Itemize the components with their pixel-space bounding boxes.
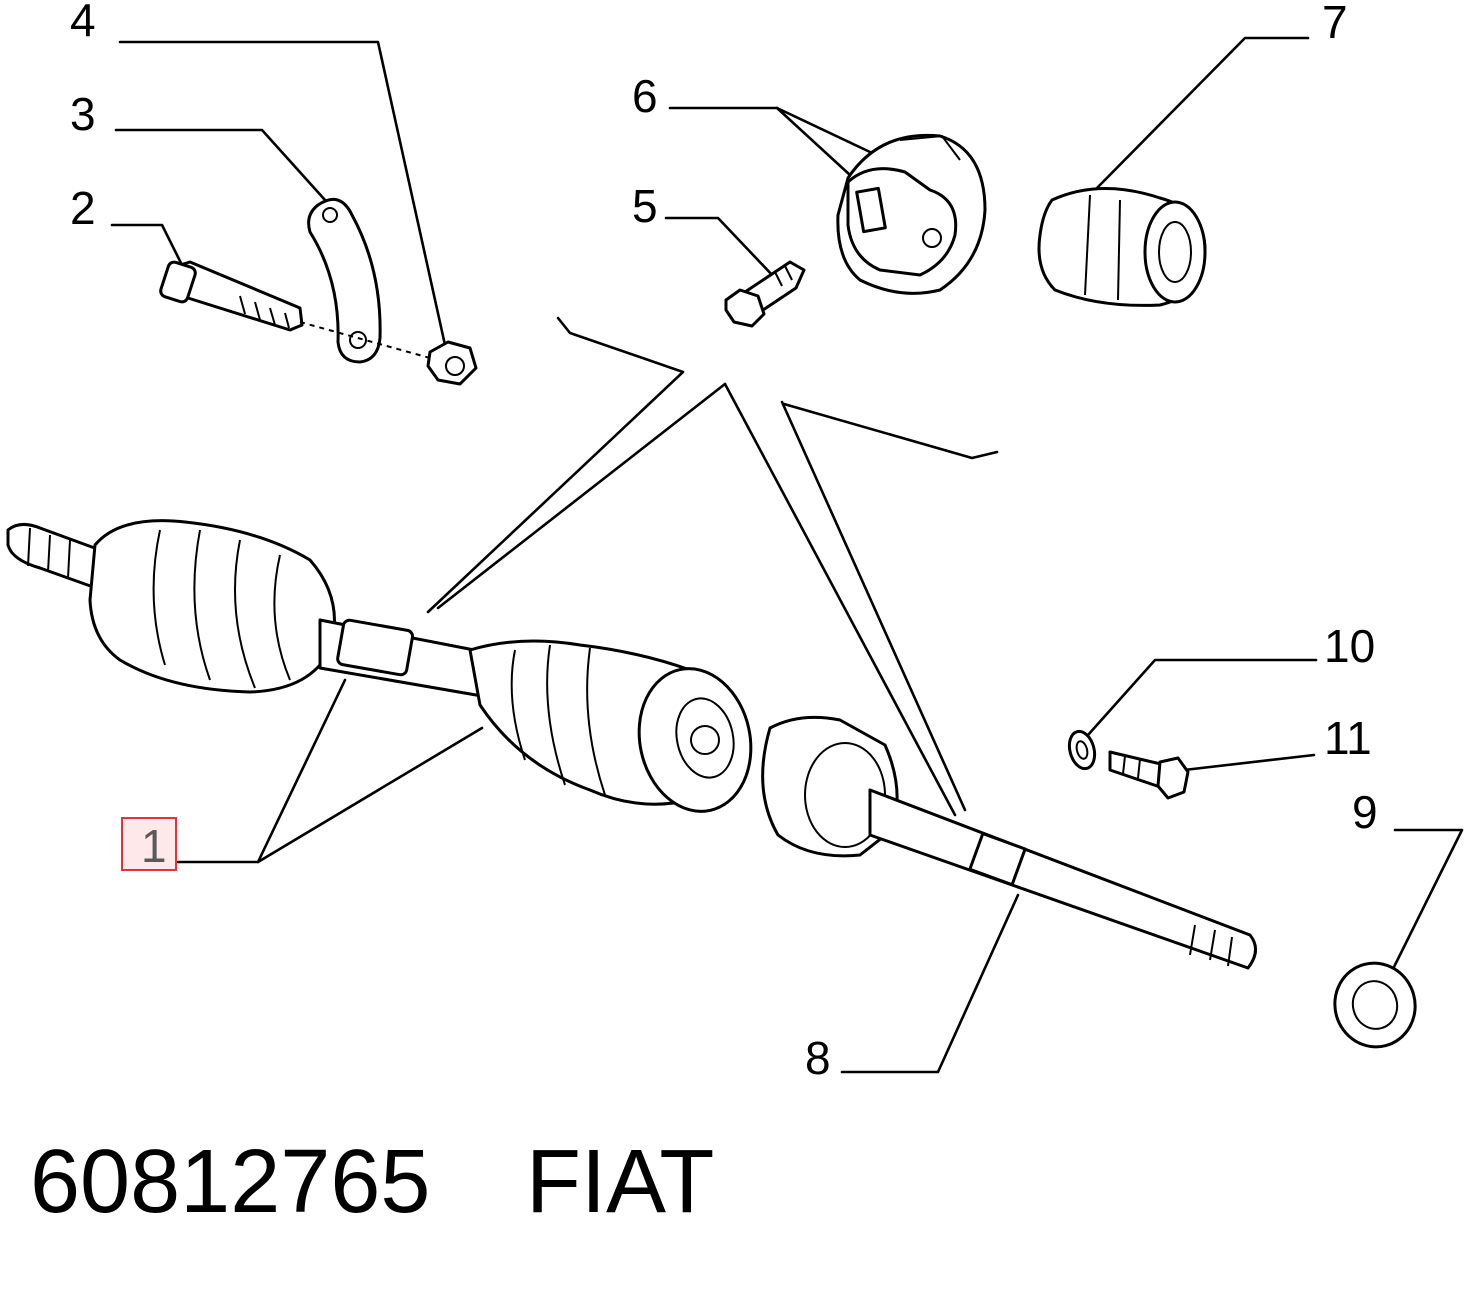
callout-9: 9 (1352, 786, 1378, 838)
callout-7: 7 (1322, 0, 1348, 48)
bracket-plate-part-3 (299, 197, 431, 364)
washer-part-10 (1067, 729, 1097, 771)
leader-1a (176, 678, 347, 864)
callout-10: 10 (1324, 620, 1375, 672)
leader-10 (1086, 658, 1318, 737)
leader-11 (1182, 753, 1316, 772)
screw-part-5 (724, 260, 806, 328)
leader-2 (110, 223, 184, 267)
assembly-line-d (780, 400, 967, 812)
assembly-line-b (436, 382, 727, 610)
callout-4: 4 (70, 0, 96, 46)
leader-6b (775, 106, 852, 177)
nut-part-4 (426, 340, 478, 386)
brand-name: FIAT (526, 1132, 714, 1232)
callout-2: 2 (70, 182, 96, 234)
leader-5 (664, 216, 777, 280)
drive-shaft-part-1 (6, 519, 753, 813)
bolt-part-2 (159, 260, 304, 332)
leader-1b (256, 726, 484, 864)
assembly-line-e (782, 402, 999, 460)
callout-6: 6 (632, 70, 658, 122)
highlight-box-1 (121, 817, 177, 871)
callout-1: 1 (141, 820, 167, 872)
bushing-part-7 (1037, 186, 1207, 307)
callout-5: 5 (632, 180, 658, 232)
callout-8: 8 (805, 1032, 831, 1084)
assembly-line-c (723, 382, 957, 817)
seal-ring-part-9 (1333, 961, 1417, 1049)
callout-labels: 1 2 3 4 5 6 7 8 9 10 11 (70, 0, 1378, 1084)
stub-shaft-part-8 (761, 715, 1257, 970)
leader-8 (840, 893, 1020, 1074)
leader-6a (668, 106, 872, 154)
leader-3 (114, 128, 327, 202)
leader-9 (1388, 828, 1464, 977)
leader-lines (110, 36, 1464, 1074)
bearing-housing-part-6 (836, 133, 987, 295)
bolt-part-11 (1108, 750, 1190, 800)
footer: 60812765 FIAT (30, 1132, 714, 1232)
leader-4 (118, 40, 447, 347)
part-number: 60812765 (30, 1132, 430, 1232)
callout-3: 3 (70, 88, 96, 140)
callout-11: 11 (1324, 712, 1372, 764)
leader-7 (1093, 36, 1310, 192)
assembly-line-a (426, 316, 685, 614)
